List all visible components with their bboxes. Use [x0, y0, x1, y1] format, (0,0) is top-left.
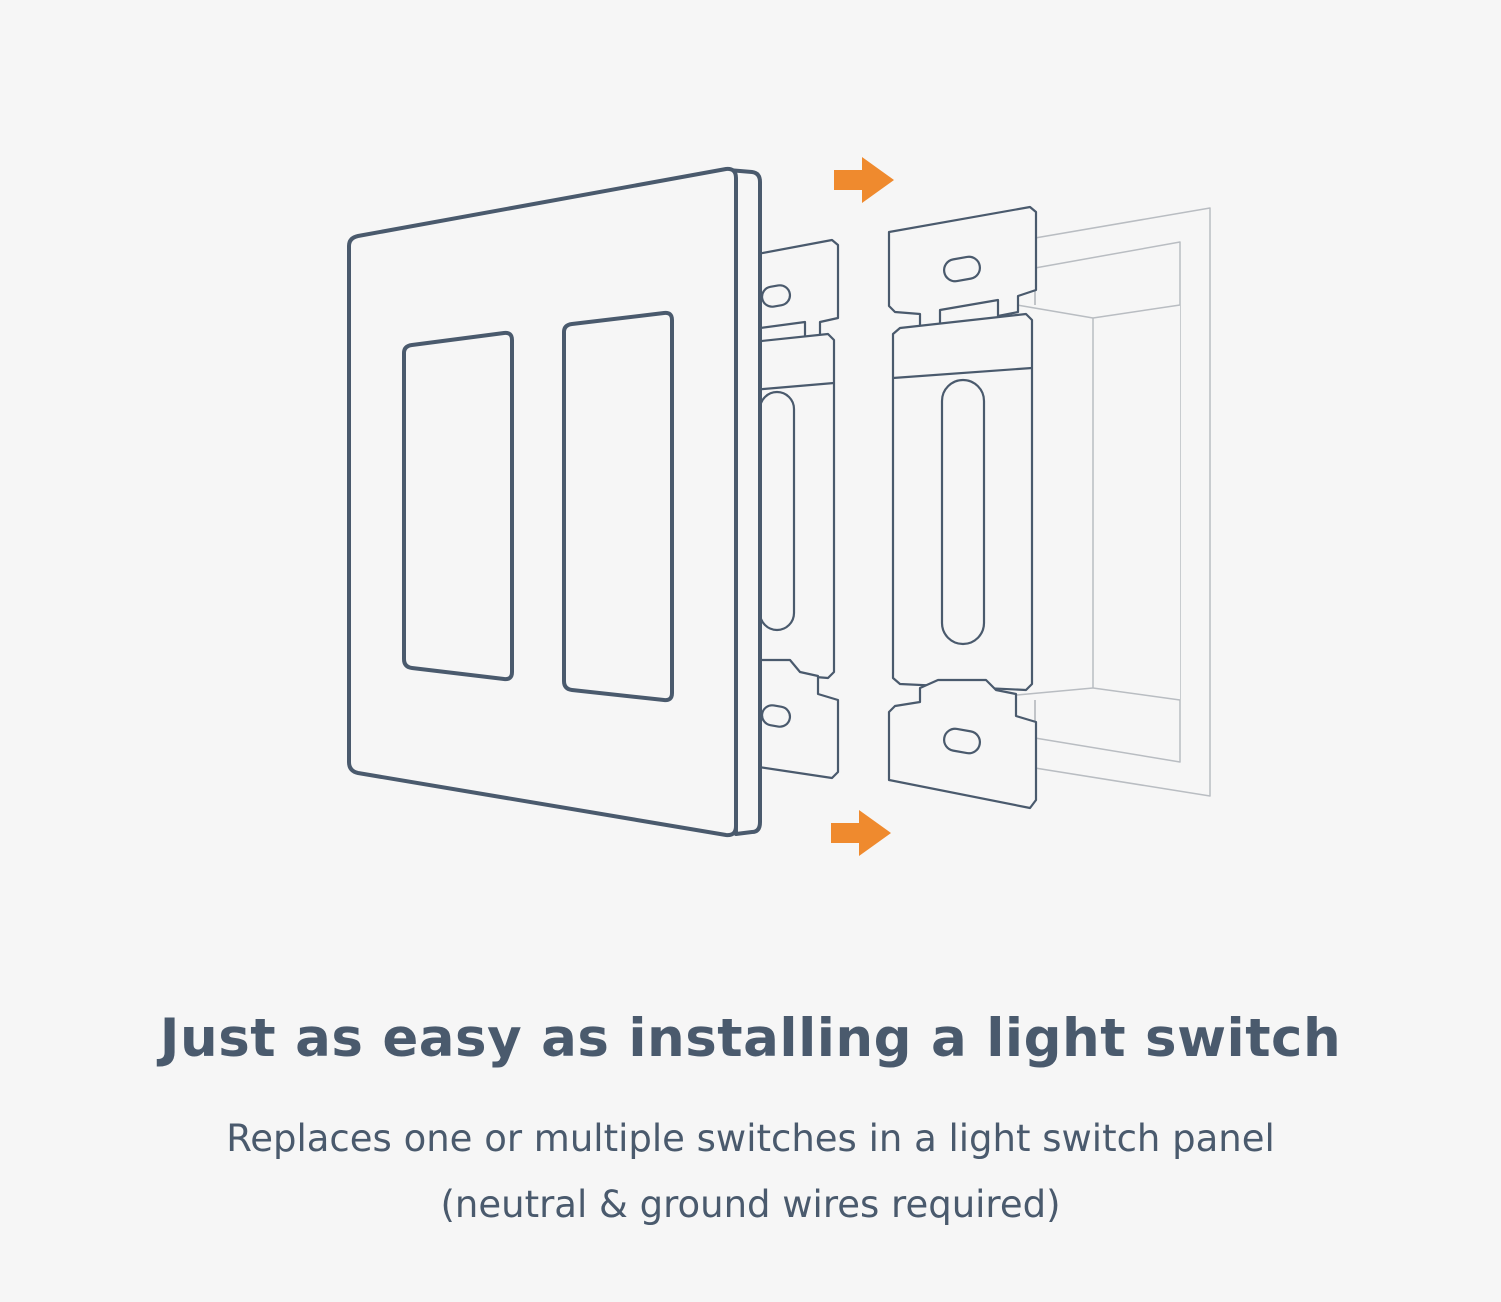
subtitle-line-1: Replaces one or multiple switches in a l…	[226, 1117, 1275, 1160]
wall-plate-icon	[347, 166, 762, 838]
wall-box-icon	[1016, 207, 1211, 797]
installation-illustration	[347, 157, 1211, 856]
headline: Just as easy as installing a light switc…	[159, 1008, 1342, 1069]
light-switch-icon	[887, 205, 1038, 810]
subtitle: Replaces one or multiple switches in a l…	[0, 1106, 1501, 1238]
subtitle-line-2: (neutral & ground wires required)	[440, 1183, 1061, 1226]
arrow-right-icon	[831, 810, 891, 856]
light-switch-icon	[750, 238, 840, 780]
arrow-right-icon	[834, 157, 894, 203]
